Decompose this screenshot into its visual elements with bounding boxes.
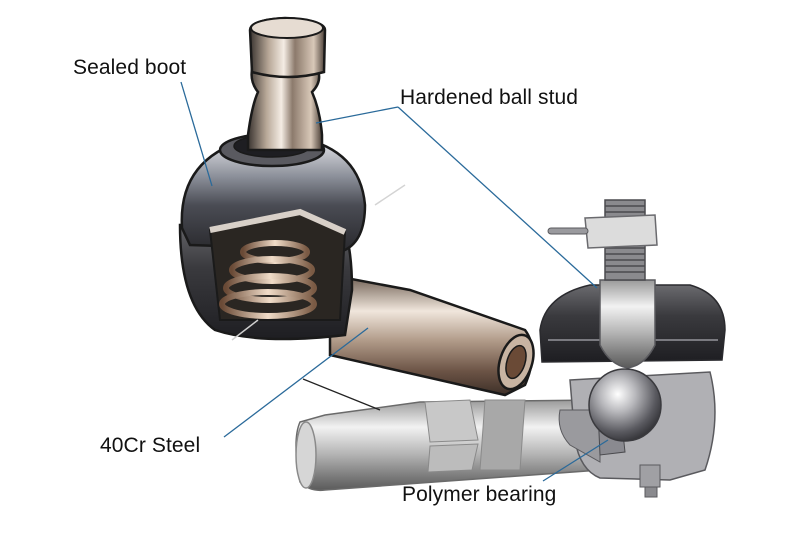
leader-40cr-steel-secondary [302,378,381,411]
label-40cr-steel: 40Cr Steel [100,434,201,457]
right-assembly [295,199,726,498]
leader-ball-stud-right [397,106,598,289]
leader-polymer-bearing [542,439,609,482]
leader-sealed-boot [180,81,213,187]
label-sealed-boot: Sealed boot [73,56,187,79]
leader-40cr-steel [223,327,369,438]
leader-ball-stud-left [315,106,399,124]
label-hardened-ball-stud: Hardened ball stud [400,86,579,109]
spring [219,240,317,319]
label-polymer-bearing: Polymer bearing [402,483,557,506]
leader-lines [180,81,609,482]
left-assembly [178,16,535,397]
